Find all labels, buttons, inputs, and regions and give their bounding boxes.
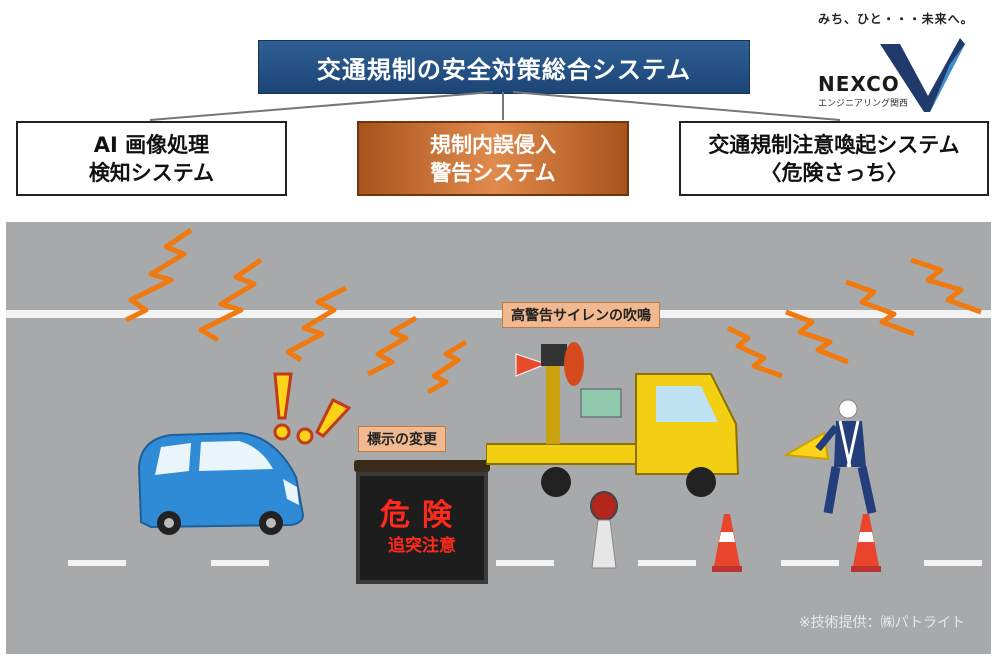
connector-right bbox=[512, 91, 841, 121]
traffic-cone-icon bbox=[712, 514, 742, 572]
truck-icon bbox=[486, 342, 740, 497]
ai-detection-line2: 検知システム bbox=[88, 160, 215, 185]
logo-subtitle: エンジニアリング関西 bbox=[818, 99, 909, 109]
zap-icon bbox=[726, 325, 783, 379]
car-icon bbox=[137, 431, 305, 535]
ai-detection-system-box: AI 画像処理 検知システム bbox=[16, 121, 287, 196]
zap-icon bbox=[785, 309, 849, 365]
zap-icon bbox=[124, 227, 193, 323]
lane-dash bbox=[68, 560, 126, 566]
intrusion-warning-system-box: 規制内誤侵入 警告システム bbox=[357, 121, 629, 196]
led-sign-board: 危険 追突注意 bbox=[356, 472, 488, 584]
nexco-logo-mark-icon bbox=[880, 38, 965, 112]
zap-icon bbox=[910, 257, 982, 315]
connector-lines bbox=[149, 91, 841, 121]
siren-label: 高警告サイレンの吹鳴 bbox=[502, 302, 660, 328]
zap-icon bbox=[285, 285, 348, 363]
warning-waves bbox=[124, 227, 982, 395]
intrusion-warning-line2: 警告システム bbox=[430, 160, 556, 185]
attention-alert-line2: 〈危険さっち〉 bbox=[760, 160, 908, 185]
zap-icon bbox=[845, 279, 915, 337]
logo-name: NEXCO bbox=[818, 72, 900, 96]
road-scene: 標示の変更 危険 追突注意 高警告サイレンの吹鳴 bbox=[6, 222, 991, 654]
exclamation-icon bbox=[273, 372, 352, 445]
intrusion-warning-line1: 規制内誤侵入 bbox=[430, 132, 556, 157]
zap-icon bbox=[366, 315, 418, 377]
sign-lamp-bar bbox=[354, 460, 490, 472]
ai-detection-line1: AI 画像処理 bbox=[93, 132, 210, 157]
logo-tagline: みち、ひと・・・未来へ。 bbox=[818, 12, 974, 26]
zap-icon bbox=[426, 339, 468, 395]
attention-alert-line1: 交通規制注意喚起システム bbox=[708, 132, 960, 157]
lane-solid-line bbox=[6, 310, 991, 318]
attention-alert-system-box: 交通規制注意喚起システム 〈危険さっち〉 bbox=[679, 121, 989, 196]
sign-change-label: 標示の変更 bbox=[358, 426, 446, 452]
zap-icon bbox=[198, 257, 263, 343]
lane-dash bbox=[924, 560, 982, 566]
warning-light-stand-icon bbox=[590, 491, 618, 569]
traffic-cone-icon bbox=[851, 514, 881, 572]
system-title-text: 交通規制の安全対策総合システム bbox=[316, 55, 692, 84]
lane-dash bbox=[638, 560, 696, 566]
lane-dash bbox=[211, 560, 269, 566]
sign-text-rear-end: 追突注意 bbox=[388, 536, 456, 556]
connector-left bbox=[149, 91, 494, 121]
lane-dash bbox=[496, 560, 554, 566]
lane-dash bbox=[781, 560, 839, 566]
sign-text-danger: 危険 bbox=[380, 498, 464, 533]
flag-worker-icon bbox=[782, 399, 877, 514]
technology-credit: ※技術提供：㈱パトライト bbox=[798, 615, 965, 631]
system-title: 交通規制の安全対策総合システム bbox=[258, 40, 750, 94]
